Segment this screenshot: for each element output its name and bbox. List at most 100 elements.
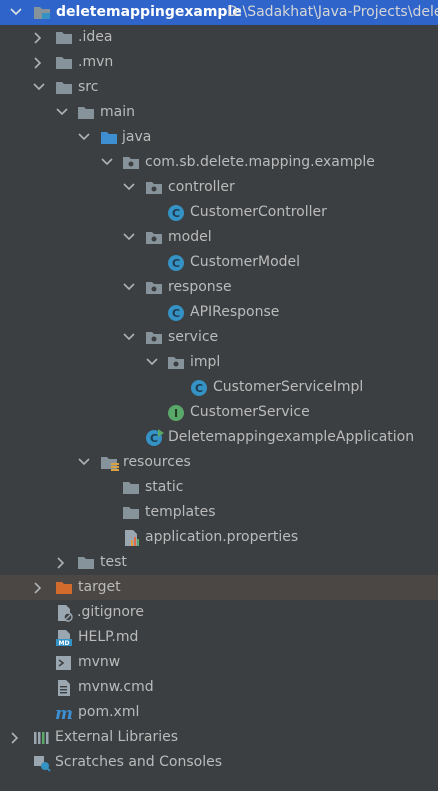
runnable-class-icon: C <box>145 425 164 450</box>
tree-label-customer-service-impl: CustomerServiceImpl <box>213 379 364 395</box>
svg-text:I: I <box>174 407 178 420</box>
class-icon: C <box>167 200 185 225</box>
text-file-icon <box>55 675 73 700</box>
tree-label-mvn: .mvn <box>78 54 114 70</box>
chevron-down-icon[interactable] <box>122 175 136 200</box>
tree-row-templates[interactable]: templates <box>0 500 438 525</box>
libraries-icon <box>33 725 51 750</box>
chevron-down-icon[interactable] <box>145 350 159 375</box>
tree-row-model[interactable]: model <box>0 225 438 250</box>
tree-label-controller: controller <box>168 179 235 195</box>
class-icon: C <box>167 250 185 275</box>
project-path: D:\Sadakhat\Java-Projects\dele <box>227 4 438 20</box>
folder-icon <box>77 100 95 125</box>
tree-label-application-properties: application.properties <box>145 529 299 545</box>
tree-label-java: java <box>122 129 152 145</box>
class-icon: C <box>190 375 208 400</box>
tree-row-java[interactable]: java <box>0 125 438 150</box>
project-folder-icon <box>33 0 51 25</box>
tree-row-resources[interactable]: resources <box>0 450 438 475</box>
folder-icon <box>122 500 140 525</box>
tree-label-pom-xml: pom.xml <box>78 704 140 720</box>
tree-label-model: model <box>168 229 212 245</box>
tree-row-customer-controller[interactable]: C CustomerController <box>0 200 438 225</box>
package-icon <box>145 175 163 200</box>
chevron-down-icon[interactable] <box>32 75 46 100</box>
tree-label-api-response: APIResponse <box>190 304 280 320</box>
package-icon <box>145 325 163 350</box>
package-icon <box>145 275 163 300</box>
tree-label-test: test <box>100 554 127 570</box>
tree-row-application[interactable]: C DeletemappingexampleApplication <box>0 425 438 450</box>
tree-row-src[interactable]: src <box>0 75 438 100</box>
chevron-right-icon[interactable] <box>9 725 23 750</box>
tree-label-help-md: HELP.md <box>78 629 139 645</box>
chevron-right-icon[interactable] <box>55 550 69 575</box>
folder-icon <box>55 50 73 75</box>
tree-label-mvnw-cmd: mvnw.cmd <box>78 679 154 695</box>
tree-row-gitignore[interactable]: .gitignore <box>0 600 438 625</box>
package-icon <box>122 150 140 175</box>
svg-text:C: C <box>150 432 158 445</box>
tree-row-package[interactable]: com.sb.delete.mapping.example <box>0 150 438 175</box>
tree-row-mvn[interactable]: .mvn <box>0 50 438 75</box>
tree-row-application-properties[interactable]: application.properties <box>0 525 438 550</box>
chevron-right-icon[interactable] <box>32 50 46 75</box>
chevron-down-icon[interactable] <box>77 125 91 150</box>
svg-text:C: C <box>195 382 203 395</box>
tree-row-idea[interactable]: .idea <box>0 25 438 50</box>
project-tree: deletemappingexample D:\Sadakhat\Java-Pr… <box>0 0 438 775</box>
tree-row-response[interactable]: response <box>0 275 438 300</box>
tree-row-customer-service[interactable]: I CustomerService <box>0 400 438 425</box>
tree-row-controller[interactable]: controller <box>0 175 438 200</box>
tree-row-pom-xml[interactable]: m pom.xml <box>0 700 438 725</box>
tree-row-service[interactable]: service <box>0 325 438 350</box>
chevron-right-icon[interactable] <box>32 25 46 50</box>
svg-text:m: m <box>55 704 73 722</box>
excluded-folder-icon <box>55 575 73 600</box>
ignore-file-icon <box>55 600 73 625</box>
project-name: deletemappingexample <box>56 4 242 20</box>
tree-row-mvnw-cmd[interactable]: mvnw.cmd <box>0 675 438 700</box>
tree-label-customer-service: CustomerService <box>190 404 310 420</box>
tree-row-mvnw[interactable]: mvnw <box>0 650 438 675</box>
tree-row-customer-service-impl[interactable]: C CustomerServiceImpl <box>0 375 438 400</box>
tree-label-package: com.sb.delete.mapping.example <box>145 154 375 170</box>
svg-text:C: C <box>172 307 180 320</box>
tree-row-project-root[interactable]: deletemappingexample D:\Sadakhat\Java-Pr… <box>0 0 438 25</box>
chevron-down-icon[interactable] <box>122 325 136 350</box>
chevron-down-icon[interactable] <box>122 225 136 250</box>
tree-row-main[interactable]: main <box>0 100 438 125</box>
svg-text:C: C <box>172 257 180 270</box>
svg-text:MD: MD <box>59 640 70 647</box>
tree-label-templates: templates <box>145 504 216 520</box>
panel-bottom <box>0 781 438 791</box>
chevron-down-icon[interactable] <box>122 275 136 300</box>
tree-label-application: DeletemappingexampleApplication <box>168 429 415 445</box>
chevron-down-icon[interactable] <box>9 0 23 25</box>
tree-row-scratches[interactable]: Scratches and Consoles <box>0 750 438 775</box>
svg-text:C: C <box>172 207 180 220</box>
tree-row-api-response[interactable]: C APIResponse <box>0 300 438 325</box>
scratches-icon <box>33 750 51 775</box>
tree-row-test[interactable]: test <box>0 550 438 575</box>
chevron-down-icon[interactable] <box>77 450 91 475</box>
tree-row-static[interactable]: static <box>0 475 438 500</box>
chevron-down-icon[interactable] <box>100 150 114 175</box>
tree-label-impl: impl <box>190 354 221 370</box>
tree-row-external-libraries[interactable]: External Libraries <box>0 725 438 750</box>
chevron-down-icon[interactable] <box>55 100 69 125</box>
package-icon <box>167 350 185 375</box>
folder-icon <box>55 75 73 100</box>
markdown-file-icon: MD <box>55 625 73 650</box>
chevron-right-icon[interactable] <box>32 575 46 600</box>
tree-row-help-md[interactable]: MD HELP.md <box>0 625 438 650</box>
folder-icon <box>77 550 95 575</box>
tree-row-impl[interactable]: impl <box>0 350 438 375</box>
tree-label-idea: .idea <box>78 29 113 45</box>
tree-row-customer-model[interactable]: C CustomerModel <box>0 250 438 275</box>
maven-icon: m <box>55 700 73 725</box>
source-folder-icon <box>100 125 118 150</box>
tree-row-target[interactable]: target <box>0 575 438 600</box>
tree-label-main: main <box>100 104 135 120</box>
